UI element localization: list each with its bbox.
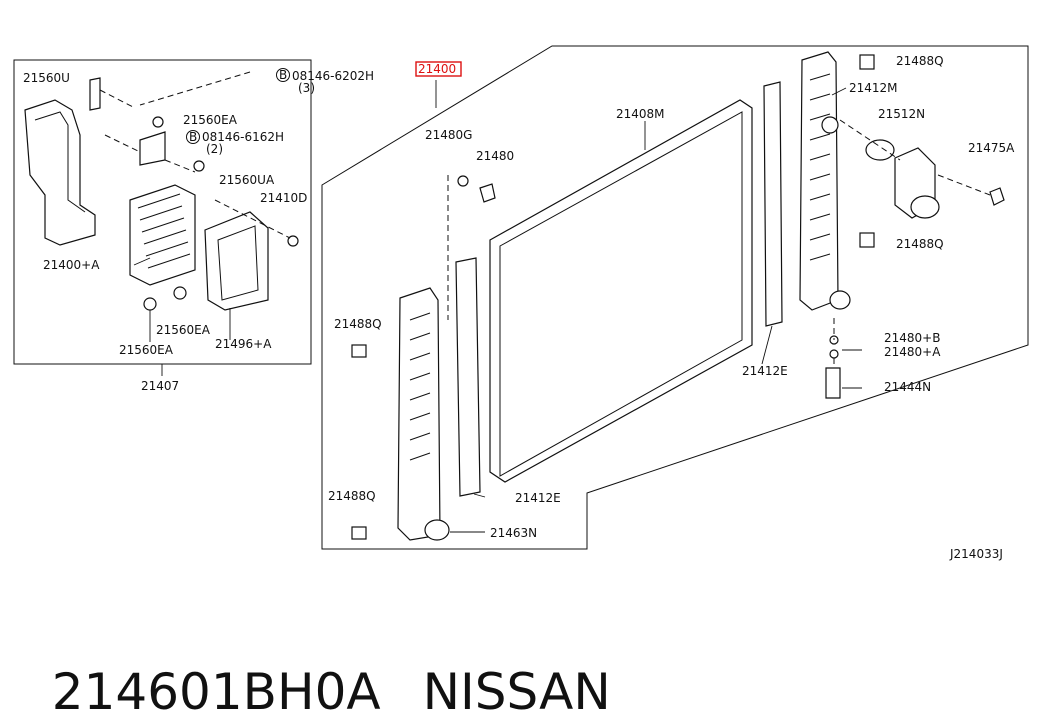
label-08146-6202H-qty: (3) xyxy=(298,81,315,95)
label-21560EA-top: 21560EA xyxy=(183,113,238,127)
part-number: 214601BH0A xyxy=(51,663,381,721)
label-08146-6162H: 08146-6162H xyxy=(202,130,284,144)
label-21488Q-left1: 21488Q xyxy=(334,317,382,331)
label-21488Q-left2: 21488Q xyxy=(328,489,376,503)
label-21560U: 21560U xyxy=(23,71,70,85)
left-tank-shape xyxy=(397,287,441,541)
bolt-marker-1: B xyxy=(279,68,287,82)
label-21400A: 21400+A xyxy=(43,258,100,272)
highlight-21400-box xyxy=(415,61,462,77)
radiator-core-shape xyxy=(489,99,753,483)
label-21480: 21480 xyxy=(476,149,514,163)
bracket-21560U-shape xyxy=(24,99,96,246)
label-21488Q-topright: 21488Q xyxy=(896,54,944,68)
label-21480B: 21480+B xyxy=(884,331,940,345)
bolt-marker-2: B xyxy=(189,130,197,144)
right-tank-shape xyxy=(799,51,839,311)
label-21496A: 21496+A xyxy=(215,337,272,351)
label-08146-6162H-qty: (2) xyxy=(206,142,223,156)
parts-diagram: B B 21560U 08146-6202H (3) 21560EA 08146… xyxy=(13,45,1029,561)
label-21400-highlighted: 21400 xyxy=(418,62,456,76)
label-21475A: 21475A xyxy=(968,141,1015,155)
label-21412M: 21412M xyxy=(849,81,898,95)
label-21560EA-bot: 21560EA xyxy=(119,343,174,357)
label-21480G: 21480G xyxy=(425,128,472,142)
label-21412E-right: 21412E xyxy=(742,364,788,378)
label-21463N: 21463N xyxy=(490,526,537,540)
label-21407: 21407 xyxy=(141,379,179,393)
duct-21496A-shape xyxy=(204,211,269,311)
brand-name: NISSAN xyxy=(422,663,611,721)
label-21408M: 21408M xyxy=(616,107,665,121)
label-21560UA: 21560UA xyxy=(219,173,275,187)
label-21488Q-right2: 21488Q xyxy=(896,237,944,251)
footer-caption: 214601BH0A NISSAN xyxy=(20,596,653,721)
label-21512N: 21512N xyxy=(878,107,925,121)
main-assembly-frame xyxy=(321,45,1029,550)
label-21444N: 21444N xyxy=(884,380,931,394)
label-21410D: 21410D xyxy=(260,191,307,205)
label-21480A: 21480+A xyxy=(884,345,941,359)
subassembly-frame xyxy=(13,59,312,365)
diagram-ref-code: J214033J xyxy=(949,547,1003,561)
label-21560EA-mid: 21560EA xyxy=(156,323,211,337)
label-08146-6202H: 08146-6202H xyxy=(292,69,374,83)
label-21412E-bottom: 21412E xyxy=(515,491,561,505)
